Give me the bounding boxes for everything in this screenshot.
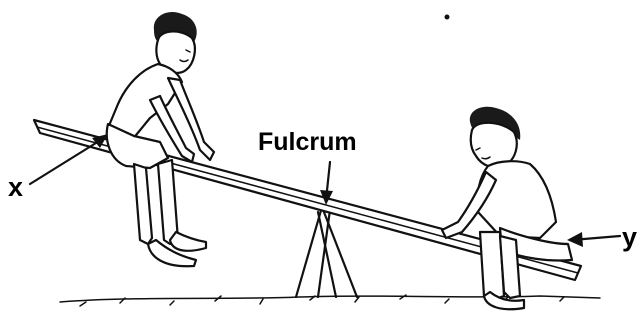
- label-y-group: y: [567, 222, 637, 252]
- child-right: [442, 107, 572, 309]
- label-x-group: x: [8, 134, 108, 202]
- right-child-shirt: [477, 161, 556, 238]
- label-x: x: [8, 172, 23, 202]
- left-child-leg-1: [134, 164, 152, 244]
- ink-dot: [445, 15, 450, 20]
- left-child-arm: [168, 78, 214, 160]
- right-child-leg-2: [500, 236, 520, 298]
- left-child-leg-2: [158, 160, 178, 244]
- label-y: y: [622, 222, 637, 252]
- label-fulcrum: Fulcrum: [258, 128, 357, 156]
- left-child-foot-2: [170, 232, 206, 251]
- a-frame-support: [296, 207, 357, 297]
- child-left: [107, 12, 214, 266]
